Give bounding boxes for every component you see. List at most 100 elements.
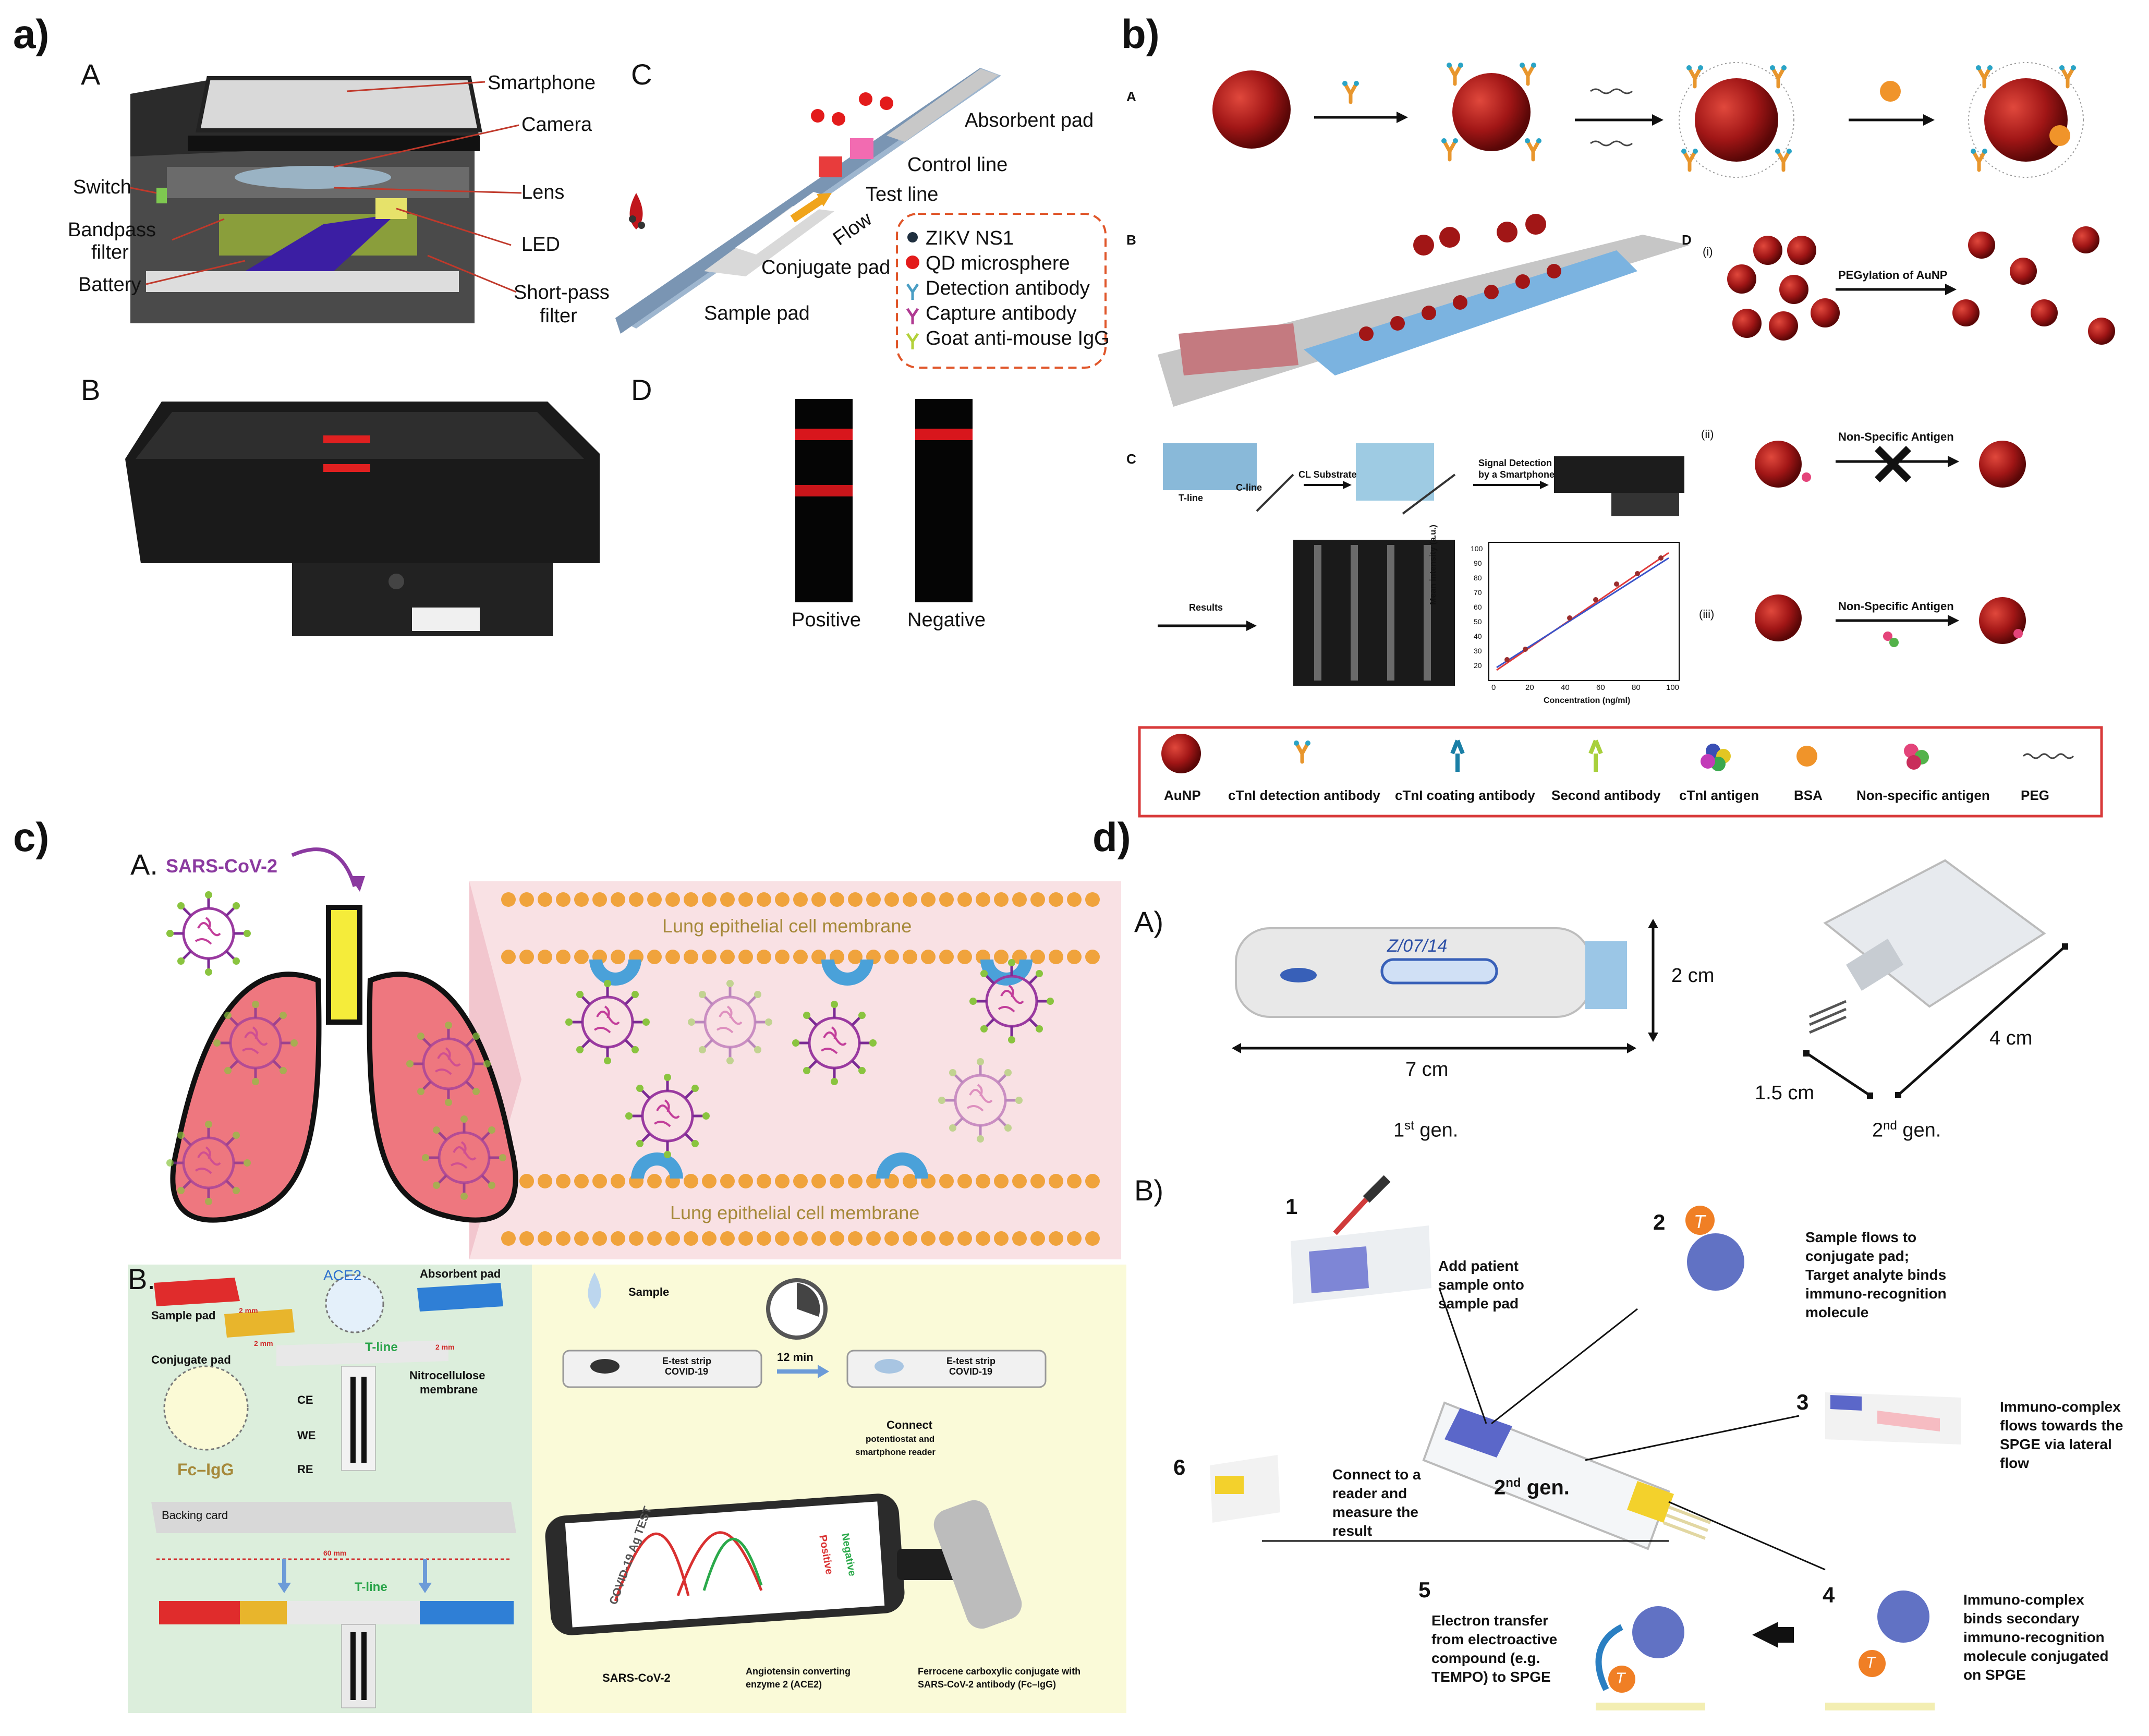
- legend-c-ferrocene-1: Ferrocene carboxylic conjugate with: [918, 1666, 1081, 1677]
- label-c-conjugate-pad: Conjugate pad: [151, 1353, 231, 1366]
- label-control-line: Control line: [907, 154, 1008, 176]
- panel-a-tag: a): [13, 11, 50, 57]
- panel-b-roman-ii: (ii): [1701, 428, 1714, 441]
- label-smartphone: Smartphone: [488, 72, 596, 94]
- plot-ytick-20: 20: [1474, 661, 1482, 670]
- label-we: WE: [297, 1429, 316, 1442]
- result-strips: [795, 399, 973, 602]
- plot-xtick-80: 80: [1632, 683, 1641, 692]
- plot-ytick-30: 30: [1474, 647, 1482, 655]
- legend-aunp: AuNP: [1164, 787, 1201, 803]
- panel-a-sub-a: A: [81, 58, 101, 91]
- label-fc-igg: Fc–IgG: [177, 1460, 234, 1479]
- label-positive: Positive: [792, 609, 861, 631]
- label-re: RE: [297, 1463, 313, 1476]
- label-c-sample-pad: Sample pad: [151, 1309, 216, 1322]
- plot-xtick-60: 60: [1596, 683, 1605, 692]
- membranes: [501, 892, 1100, 1246]
- gen2-device: [1803, 859, 2068, 1099]
- calibration-plot: [1488, 542, 1680, 681]
- panel-b-sub-b: B: [1126, 232, 1136, 248]
- legend-c-ace2-2: enzyme 2 (ACE2): [746, 1679, 822, 1690]
- label-switch: Switch: [73, 176, 131, 198]
- step-2-number: 2: [1653, 1210, 1666, 1234]
- plot-xlabel: Concentration (ng/ml): [1544, 696, 1631, 705]
- label-gap-2: 2 mm: [254, 1339, 273, 1347]
- plot-xtick-40: 40: [1561, 683, 1570, 692]
- dim-7cm: 7 cm: [1405, 1059, 1449, 1081]
- plot-ytick-80: 80: [1474, 574, 1482, 582]
- zika-lateral-flow-strip: [615, 68, 1107, 369]
- step-5-number: 5: [1418, 1577, 1431, 1602]
- panel-a-sub-c: C: [631, 58, 652, 91]
- legend-second-ab: Second antibody: [1551, 787, 1661, 803]
- label-2nd-gen: 2nd gen.: [1872, 1119, 1941, 1142]
- label-c-absorbent-pad: Absorbent pad: [420, 1267, 501, 1280]
- legend-goat-anti-mouse-igg: Goat anti-mouse IgG: [926, 327, 1110, 349]
- step-1-number: 1: [1285, 1194, 1298, 1219]
- legend-peg: PEG: [2021, 787, 2049, 803]
- label-conjugate-pad: Conjugate pad: [761, 257, 891, 278]
- gen1-handwriting: Z/07/14: [1387, 936, 1448, 956]
- legend-zikv-ns1: ZIKV NS1: [926, 227, 1014, 249]
- strip2-text-2: COVID-19: [949, 1366, 993, 1377]
- label-camera: Camera: [521, 114, 592, 136]
- panel-b-sub-c: C: [1126, 451, 1136, 467]
- gen2-workflow: [1210, 1175, 1961, 1710]
- label-gap-1: 2 mm: [239, 1306, 258, 1315]
- panel-d-sub-b: B): [1134, 1174, 1163, 1207]
- label-t-line: T-line: [1179, 493, 1204, 503]
- label-membrane-bottom: Lung epithelial cell membrane: [670, 1202, 920, 1223]
- strip1-text-1: E-test strip: [662, 1356, 712, 1366]
- tempo-symbol-2: T: [1694, 1211, 1705, 1232]
- label-c-t-line: T-line: [365, 1340, 398, 1354]
- dim-2cm: 2 cm: [1671, 965, 1715, 987]
- panel-b-sub-a: A: [1126, 89, 1136, 104]
- panel-c-tag: c): [13, 814, 50, 860]
- label-membrane-top: Lung epithelial cell membrane: [662, 915, 912, 937]
- label-led: LED: [521, 234, 560, 256]
- panel-d-tag: d): [1092, 814, 1131, 860]
- panel-a: [125, 68, 1107, 636]
- panel-a-sub-d: D: [631, 373, 652, 406]
- legend-detection-antibody: Detection antibody: [926, 277, 1090, 299]
- label-backing-card: Backing card: [162, 1509, 228, 1522]
- plot-ytick-40: 40: [1474, 632, 1482, 640]
- label-cl-substrate: CL Substrate: [1298, 469, 1357, 480]
- plot-ytick-50: 50: [1474, 617, 1482, 626]
- label-absorbent-pad: Absorbent pad: [965, 110, 1094, 131]
- panel-a-sub-b: B: [81, 373, 101, 406]
- electrode-strip-assembly: [128, 1265, 532, 1713]
- plot-ylabel: Mean intensity (a.u.): [1429, 525, 1438, 605]
- legend-ctni-antigen: cTnI antigen: [1679, 787, 1759, 803]
- strip2-text-1: E-test strip: [946, 1356, 996, 1366]
- label-connect: Connect: [887, 1418, 932, 1431]
- e-test-workflow: [532, 1265, 1126, 1713]
- dim-4cm: 4 cm: [1989, 1027, 2033, 1049]
- panel-d: [1210, 859, 2068, 1710]
- step-6-number: 6: [1173, 1455, 1186, 1479]
- label-nitrocellulose: Nitrocellulose: [409, 1369, 485, 1382]
- label-sars-cov-2: SARS-CoV-2: [166, 855, 278, 877]
- panel-b-roman-i: (i): [1703, 245, 1713, 258]
- label-non-specific-antigen-1: Non-Specific Antigen: [1838, 430, 1954, 443]
- plot-xtick-0: 0: [1491, 683, 1496, 692]
- row-b-strip: [1158, 214, 1690, 407]
- legend-detection-ab: cTnI detection antibody: [1228, 787, 1380, 803]
- label-non-specific-antigen-2: Non-Specific Antigen: [1838, 600, 1954, 613]
- legend-coating-ab: cTnI coating antibody: [1395, 787, 1535, 803]
- legend-c-ace2-1: Angiotensin converting: [746, 1666, 851, 1677]
- label-ace2: ACE2: [323, 1267, 362, 1283]
- column-d-specificity: [1727, 226, 2115, 647]
- legend-c-sars: SARS-CoV-2: [602, 1671, 671, 1684]
- label-bandpass-filter: filter: [91, 241, 129, 263]
- lungs-illustration: [166, 847, 518, 1223]
- label-connect-2: potentiostat and: [866, 1434, 935, 1444]
- panel-d-sub-a: A): [1134, 905, 1163, 938]
